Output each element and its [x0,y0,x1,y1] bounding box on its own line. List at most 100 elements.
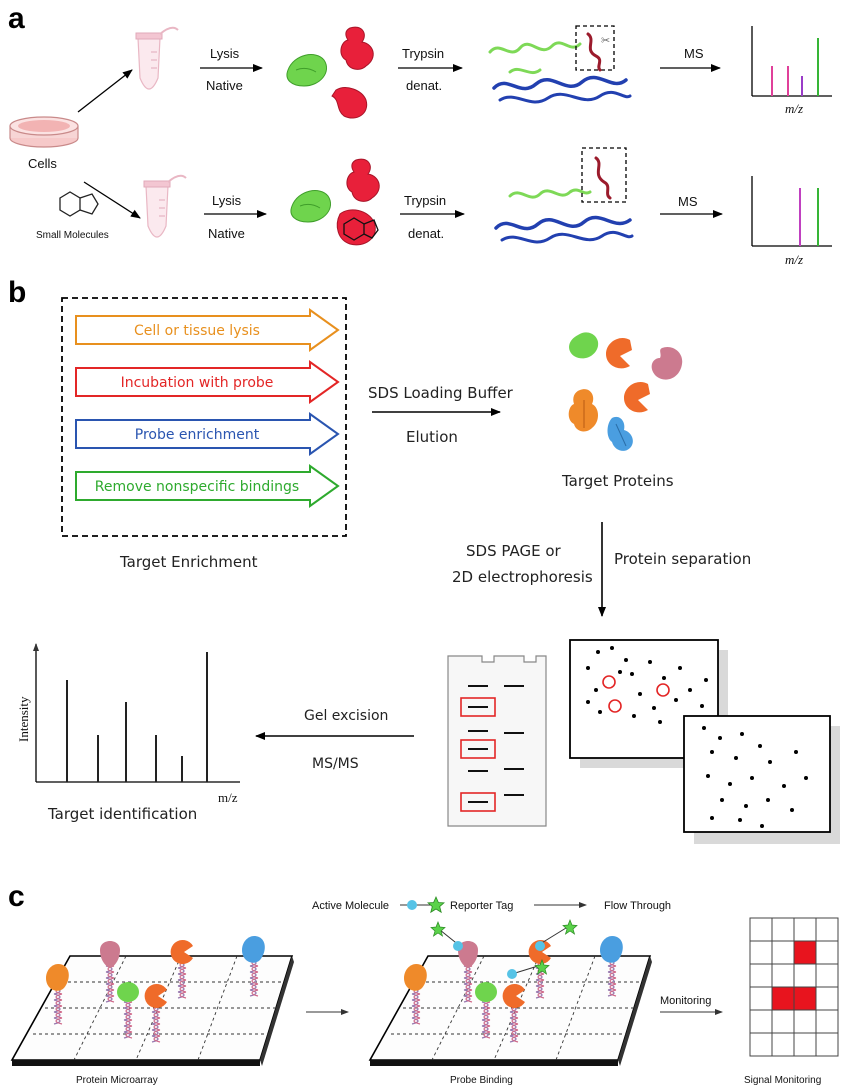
target-enrichment-caption: Target Enrichment [119,553,258,571]
row2-trypsin: Trypsin [404,193,446,208]
array-proteins-2 [404,936,623,1043]
elution-label: Elution [406,428,458,446]
row1-mz: m/z [785,101,803,116]
sds-loading-buffer-label: SDS Loading Buffer [368,384,514,402]
flow-through-label: Flow Through [604,900,671,912]
msms-mz-label: m/z [218,790,238,805]
probe-binding-label: Probe Binding [450,1075,513,1085]
protein-microarray-grid [10,955,294,1066]
signal-monitoring-label: Signal Monitoring [744,1075,821,1085]
gel-spot [794,750,798,754]
gel-spot [586,666,590,670]
cells-label: Cells [28,156,57,171]
target-identification-label: Target identification [47,805,197,823]
petri-dish-icon [9,116,79,148]
gel-spot [710,816,714,820]
enrichment-step-3: Probe enrichment [75,412,340,456]
signal-cell [815,940,839,965]
protein-microarray-label: Protein Microarray [76,1075,158,1085]
row1-ms: MS [684,46,704,61]
signal-cell-active [771,986,795,1011]
sds-page-line1: SDS PAGE or [466,542,561,560]
gel-spot [760,824,764,828]
enrichment-step-4: Remove nonspecific bindings [75,464,340,508]
gel-spot [658,720,662,724]
signal-cell [749,940,773,965]
gel-spot [586,700,590,704]
target-proteins-cluster [568,332,683,451]
gel-spot [648,660,652,664]
enrichment-step-label: Cell or tissue lysis [134,323,260,339]
active-molecule-icon [407,900,417,910]
signal-cell [815,963,839,988]
enrichment-step-label: Probe enrichment [135,427,260,443]
signal-cell [815,1032,839,1057]
red-peptide-1 [586,32,602,72]
gel-spot [632,714,636,718]
gel-spot [740,732,744,736]
gel-spot [766,798,770,802]
tube-2-icon [143,174,187,238]
array-protein [117,982,139,1039]
signal-cell [749,917,773,942]
array-protein [475,982,497,1039]
cleavage-box-2 [581,147,627,203]
msms-spectrum [33,643,240,783]
signal-cell [771,1032,795,1057]
gel-spot [750,776,754,780]
ms-spectrum-2 [751,176,832,247]
row2-mz: m/z [785,252,803,267]
2d-gel-images [569,639,840,844]
panel-b-label: b [8,276,26,309]
array-protein [404,964,427,1025]
array-protein [502,984,525,1043]
monitoring-label: Monitoring [660,995,711,1007]
signal-cell [771,1009,795,1034]
gel-spot [652,706,656,710]
gel-spot [700,704,704,708]
gel-spot [718,736,722,740]
signal-cell [749,1032,773,1057]
target-enrichment-box [61,297,347,537]
signal-cell [771,917,795,942]
row2-ms: MS [678,194,698,209]
signal-cell [793,1032,817,1057]
gel-spot [688,688,692,692]
gel-spot [610,646,614,650]
signal-cell [815,986,839,1011]
row2-denat: denat. [408,226,444,241]
arrow-cells-to-tube1 [77,69,133,113]
msms-label: MS/MS [312,756,359,772]
tube-1-icon [135,26,179,90]
bound-probes [430,919,578,979]
enrichment-step-label: Remove nonspecific bindings [95,479,299,495]
row2-lysis: Lysis [212,193,242,208]
sds-page-gel [447,655,547,827]
gel-spot [804,776,808,780]
row1-trypsin: Trypsin [402,46,444,61]
gel-spot [744,804,748,808]
signal-cell [749,963,773,988]
target-proteins-label: Target Proteins [561,472,674,490]
signal-cell [749,1009,773,1034]
row1-lysis: Lysis [210,46,240,61]
panel-c-label: c [8,880,25,913]
signal-cell [793,963,817,988]
array-protein [242,936,265,997]
native-proteins-2 [290,158,380,246]
gel-spot [618,670,622,674]
signal-monitoring-grid [749,917,839,1057]
gel-spot [702,726,706,730]
array-protein [600,936,623,997]
gel-spot [638,692,642,696]
panel-a-label: a [8,2,25,35]
gel-spot [594,688,598,692]
signal-cell [771,963,795,988]
red-peptide-2 [594,156,612,200]
gel-spot [596,650,600,654]
gel-spot [720,798,724,802]
signal-cell [793,1009,817,1034]
native-proteins-1 [286,26,374,119]
small-molecules-label: Small Molecules [36,230,109,241]
reporter-tag-icon [427,895,445,914]
